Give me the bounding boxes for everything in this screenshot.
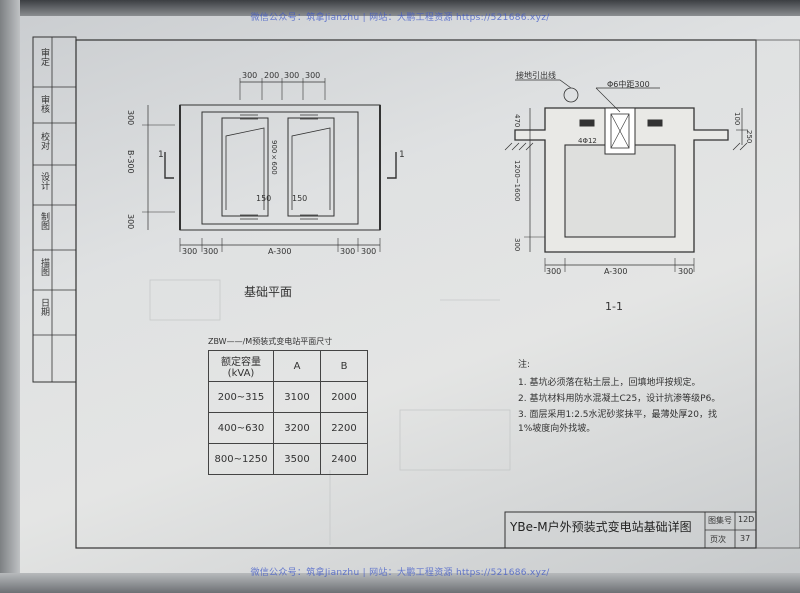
title-block-value1: 12D: [738, 515, 755, 524]
note-item-2: 2. 基坑材料用防水混凝土C25，设计抗渗等级P6。: [518, 394, 721, 404]
table-caption: ZBW——/M预装式变电站平面尺寸: [208, 337, 333, 346]
section-title: 1-1: [605, 300, 623, 313]
table-row: 400~630 3200 2200: [208, 412, 368, 444]
plan-dim-bottom-3: A-300: [268, 247, 292, 256]
table-row: 800~1250 3500 2400: [208, 443, 368, 475]
title-block-name: YBe-M户外预装式变电站基础详图: [510, 520, 692, 534]
photo-bottom-edge: [0, 573, 800, 593]
section-dim-left-1: 470: [513, 114, 521, 128]
signature-strip-label: 校对: [39, 132, 49, 150]
title-block-value2: 37: [740, 534, 751, 543]
note-item-1: 1. 基坑必须落在粘土层上，回填地坪按规定。: [518, 378, 701, 388]
section-label-rebar: Φ6中距300: [607, 80, 650, 89]
plan-dim-top-4: 300: [305, 71, 321, 80]
plan-outer-wall: [179, 104, 381, 231]
plan-section-mark-right: 1: [399, 150, 405, 160]
signature-strip-label: 审核: [39, 95, 49, 113]
table-cell: 200~315: [208, 381, 274, 413]
note-item-3: 3. 面层采用1:2.5水泥砂浆抹平，最薄处厚20，找1%坡度向外找坡。: [518, 410, 717, 434]
signature-strip: [32, 36, 77, 383]
plan-opening-left: [221, 117, 269, 217]
plan-dim-left-1: 300: [126, 110, 135, 126]
table-cell: 400~630: [208, 412, 274, 444]
plan-title: 基础平面: [244, 285, 293, 299]
title-block-label2: 页次: [710, 535, 726, 544]
table-cell: 3200: [273, 412, 321, 444]
plan-dim-bottom-4: 300: [340, 247, 356, 256]
section-dim-bottom-3: 300: [678, 267, 694, 276]
binding-edge: [0, 0, 20, 593]
signature-strip-label: 审定: [39, 48, 49, 66]
title-block-label1: 图集号: [708, 516, 732, 525]
table-header-row: 额定容量 (kVA) A B: [208, 350, 368, 382]
plan-inner-dim-1: 150: [256, 194, 272, 203]
section-dim-bottom-1: 300: [546, 267, 562, 276]
plan-inner-wall: [201, 111, 359, 225]
right-strip: [755, 39, 800, 549]
plan-dim-top-2: 200: [264, 71, 280, 80]
plan-dim-left-3: 300: [126, 214, 135, 230]
photo-top-edge: [0, 0, 800, 16]
table-cell: 3500: [273, 443, 321, 475]
plan-dim-top-1: 300: [242, 71, 258, 80]
foundation-plan: [142, 78, 397, 252]
table-cell: 2400: [320, 443, 368, 475]
notes-title: 注:: [518, 360, 531, 370]
table-cell: 800~1250: [208, 443, 274, 475]
section-1-1: [504, 79, 748, 272]
watermark-top: 微信公众号：筑拿Jianzhu | 网站：大鹏工程资源 https://5216…: [250, 13, 550, 23]
table-header-cell: A: [273, 350, 321, 382]
section-pit: [564, 144, 676, 238]
plan-door-dim: 900×600: [270, 140, 278, 175]
section-dim-left-2: 1200~1600: [513, 160, 521, 202]
table-header-cell: 额定容量 (kVA): [208, 350, 274, 382]
signature-strip-label: 设计: [39, 172, 49, 190]
watermark-bottom: 微信公众号：筑拿Jianzhu | 网站：大鹏工程资源 https://5216…: [250, 568, 550, 578]
plan-dim-top-3: 300: [284, 71, 300, 80]
table-header-cell: B: [320, 350, 368, 382]
signature-strip-lines: [33, 37, 76, 382]
bleed-through: [149, 279, 511, 545]
plan-dim-bottom-2: 300: [203, 247, 219, 256]
section-label-ground: 接地引出线: [516, 71, 556, 80]
plan-inner-dim-2: 150: [292, 194, 308, 203]
plan-section-mark-left: 1: [158, 150, 164, 160]
plan-opening-right: [287, 117, 335, 217]
section-dim-right-1: 100: [733, 112, 741, 126]
section-label-bars: 4Φ12: [578, 137, 597, 145]
section-dim-bottom-2: A-300: [604, 267, 628, 276]
table-cell: 2200: [320, 412, 368, 444]
plan-dim-left-2: B-300: [126, 150, 135, 174]
table-row: 200~315 3100 2000: [208, 381, 368, 413]
plan-dim-bottom-5: 300: [361, 247, 377, 256]
section-dim-right-2: 250: [745, 130, 753, 144]
dimension-table: 额定容量 (kVA) A B 200~315 3100 2000 400~630…: [208, 350, 368, 475]
signature-strip-label: 日期: [39, 298, 49, 316]
plan-dim-bottom-1: 300: [182, 247, 198, 256]
section-dim-left-3: 300: [513, 238, 521, 252]
signature-strip-label: 描图: [39, 258, 49, 276]
table-cell: 3100: [273, 381, 321, 413]
signature-strip-label: 制图: [39, 212, 49, 230]
table-cell: 2000: [320, 381, 368, 413]
